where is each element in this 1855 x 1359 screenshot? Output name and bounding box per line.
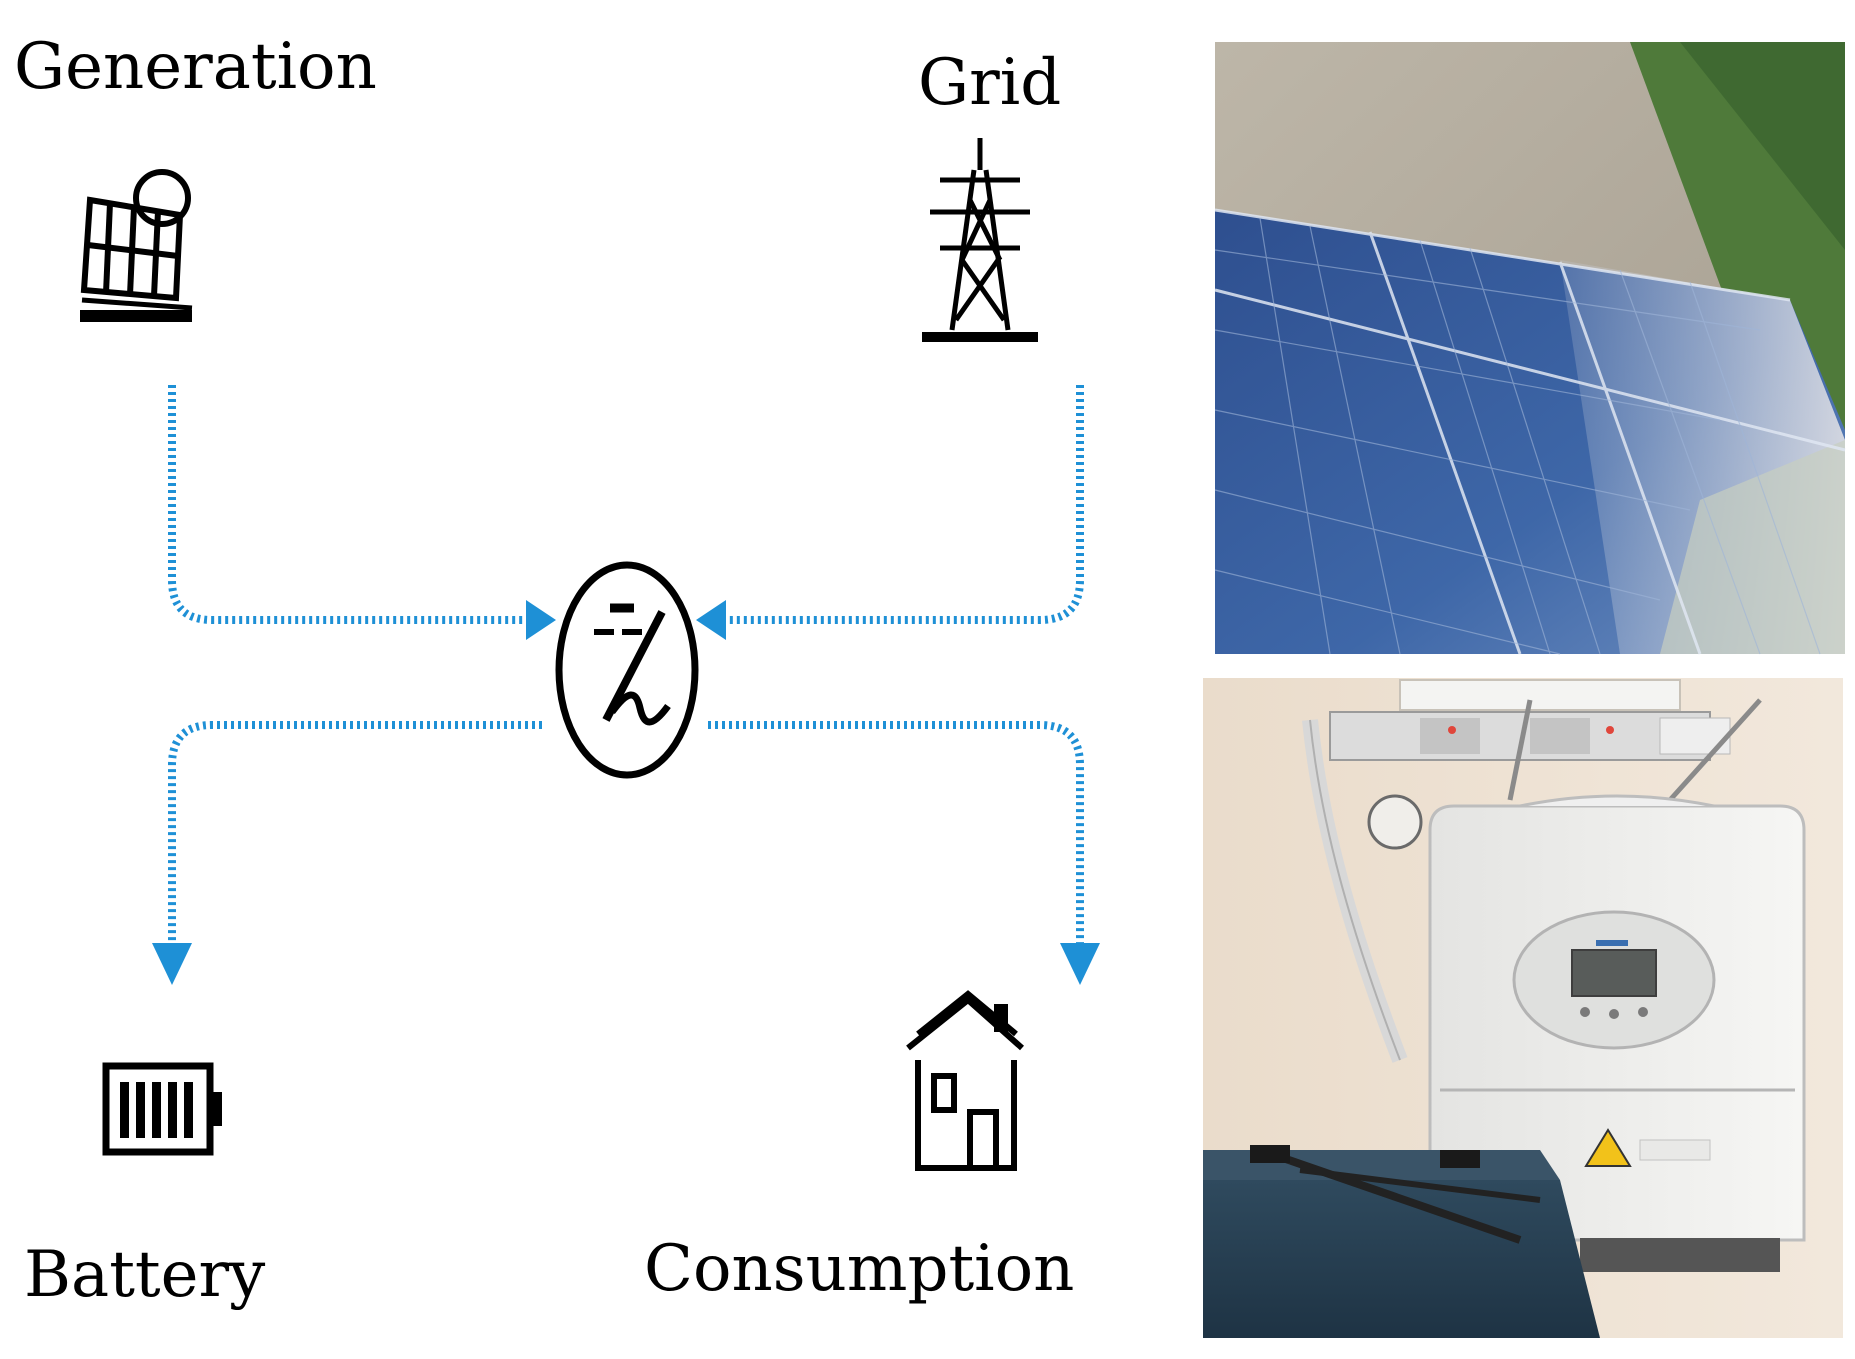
arrowhead-to-inverter-left: [526, 600, 556, 640]
generation-label: Generation: [14, 30, 377, 104]
flow-inverter-to-battery: [168, 721, 542, 945]
flow-arrows: [168, 385, 1084, 945]
solar-panel-icon: [80, 169, 193, 322]
arrowhead-to-inverter-right: [696, 600, 726, 640]
transmission-tower-icon: [922, 138, 1038, 342]
house-icon: [906, 990, 1024, 1171]
flow-inverter-to-consumption: [708, 721, 1084, 945]
solar-panels-photo: [1214, 42, 1846, 655]
arrowhead-to-consumption: [1060, 943, 1100, 985]
flow-generation-to-inverter: [168, 385, 532, 624]
consumption-label: Consumption: [644, 1232, 1074, 1306]
flow-grid-to-inverter: [718, 385, 1084, 624]
battery-label: Battery: [24, 1238, 265, 1312]
inverter-and-battery-photo: [1203, 678, 1843, 1338]
flow-arrowheads: [152, 600, 1100, 985]
arrowhead-to-battery: [152, 943, 192, 985]
grid-label: Grid: [918, 46, 1061, 120]
inverter-dc-ac-icon: [555, 561, 699, 779]
battery-icon: [102, 1062, 222, 1156]
